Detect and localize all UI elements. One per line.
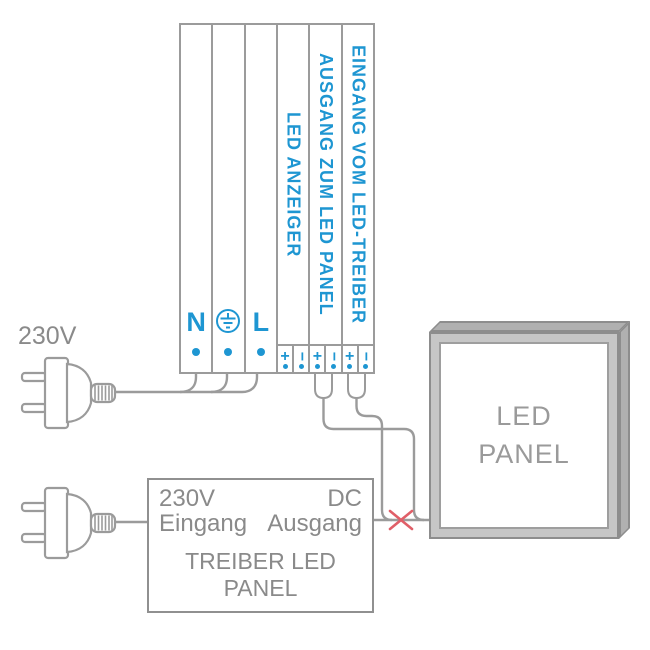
- terminal-column-earth: [213, 25, 246, 372]
- minus-terminal: −: [325, 346, 343, 372]
- plus-terminal: +: [278, 346, 295, 372]
- led-driver-box: 230V Eingang DC Ausgang TREIBER LED PANE…: [147, 478, 374, 613]
- input-connector-stub: [347, 374, 366, 400]
- driver-input-label: 230V Eingang: [159, 485, 248, 537]
- terminal-dot: [192, 348, 201, 356]
- minus-symbol: −: [292, 351, 310, 361]
- terminal-dot: [347, 363, 353, 369]
- terminal-column-ausgang-led-panel: AUSGANG ZUM LED PANEL + −: [310, 25, 343, 372]
- led-panel-label-line2: PANEL: [478, 438, 570, 469]
- blocked-connection-x-icon: [388, 509, 414, 531]
- output-connector-stub: [314, 374, 333, 400]
- minus-terminal: −: [292, 346, 310, 372]
- plus-symbol: +: [280, 347, 290, 365]
- led-anzeiger-label: LED ANZEIGER: [283, 111, 304, 258]
- line-wire: [241, 373, 259, 394]
- minus-terminal: −: [357, 346, 375, 372]
- plus-terminal: +: [310, 346, 327, 372]
- mains-plug-top: [20, 356, 117, 430]
- plug-prong: [20, 371, 48, 383]
- line-terminal-label: L: [252, 307, 270, 337]
- terminal-dot: [331, 363, 337, 369]
- earth-wire: [210, 373, 229, 394]
- meter-output-wire: [322, 398, 425, 522]
- plug-ribs: [94, 385, 113, 401]
- earth-icon: [215, 308, 241, 339]
- terminal-column-neutral: N: [181, 25, 214, 372]
- polarity-terminals: + −: [277, 344, 310, 372]
- meter-terminal-block: N L LED ANZEIGER: [179, 23, 375, 374]
- terminal-dot: [314, 363, 320, 369]
- eingang-vom-led-treiber-label: EINGANG VOM LED-TREIBER: [348, 44, 369, 324]
- terminal-dot: [282, 363, 288, 369]
- neutral-wire: [179, 373, 198, 394]
- mains-plug-bottom: [20, 486, 117, 560]
- plug-prong: [20, 501, 48, 513]
- polarity-terminals: + −: [310, 344, 343, 372]
- neutral-terminal-label: N: [186, 307, 206, 337]
- terminal-dot: [224, 348, 233, 356]
- meter-input-wire: [355, 398, 393, 522]
- terminal-column-led-anzeiger: LED ANZEIGER + −: [277, 25, 311, 372]
- driver-title: TREIBER LED PANEL: [185, 547, 336, 602]
- led-panel-face: LED PANEL: [439, 342, 609, 529]
- led-panel-top-face: [429, 321, 630, 332]
- driver-output-label: DC Ausgang: [267, 485, 362, 537]
- minus-symbol: −: [357, 351, 375, 361]
- plug-ribs: [94, 515, 113, 531]
- terminal-dot: [363, 363, 369, 369]
- minus-symbol: −: [325, 351, 343, 361]
- plug-prong: [20, 402, 48, 414]
- plug-nose: [65, 492, 93, 554]
- plug-nose: [65, 362, 93, 424]
- mains-voltage-label: 230V: [18, 322, 77, 350]
- plug-prong: [20, 532, 48, 544]
- polarity-terminals: + −: [342, 344, 375, 372]
- terminal-column-eingang-led-treiber: EINGANG VOM LED-TREIBER + −: [342, 25, 375, 372]
- plus-symbol: +: [345, 347, 355, 365]
- terminal-dot: [256, 348, 265, 356]
- led-panel: LED PANEL: [429, 332, 619, 539]
- plus-terminal: +: [343, 346, 359, 372]
- terminal-dot: [298, 363, 304, 369]
- terminal-column-line: L: [246, 25, 278, 372]
- led-panel-side-face: [619, 321, 630, 539]
- plug-body: [43, 356, 70, 430]
- plus-symbol: +: [312, 347, 323, 365]
- ausgang-zum-led-panel-label: AUSGANG ZUM LED PANEL: [315, 53, 336, 316]
- led-panel-label-line1: LED: [496, 400, 552, 431]
- plug-body: [43, 486, 70, 560]
